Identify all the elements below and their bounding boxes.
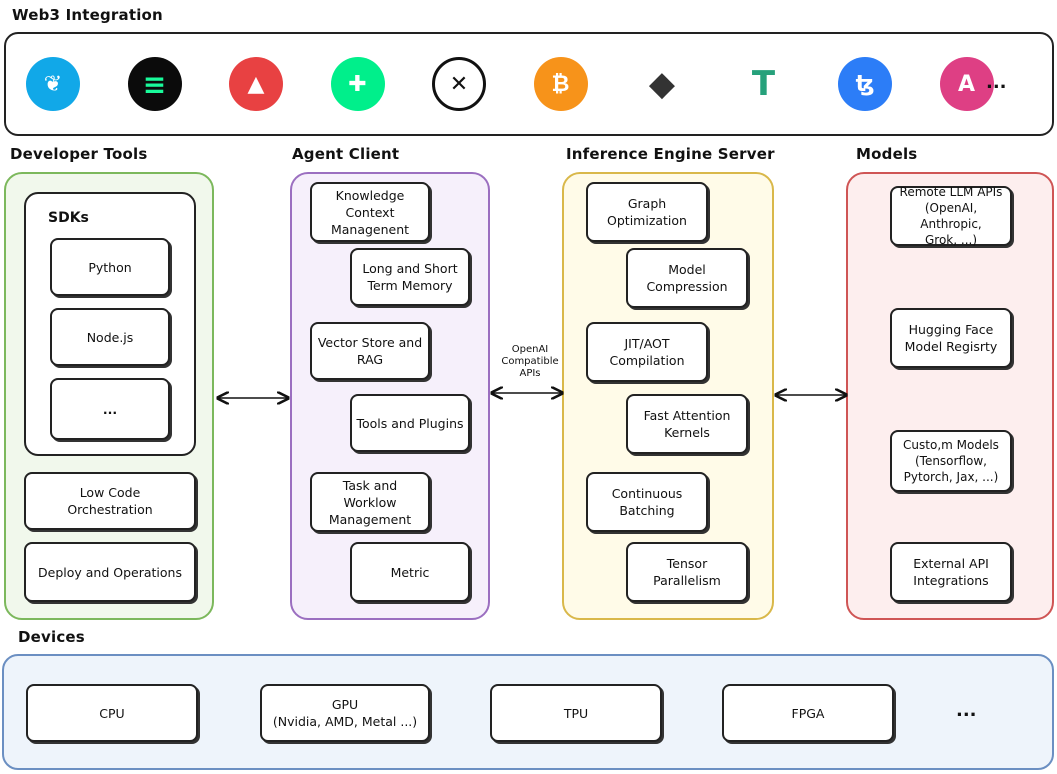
tools-and-plugins: Tools and Plugins xyxy=(350,394,470,452)
agent-client-title: Agent Client xyxy=(292,145,400,163)
fast-attention-kernels: Fast Attention Kernels xyxy=(626,394,748,454)
metric: Metric xyxy=(350,542,470,602)
devices-title: Devices xyxy=(18,628,85,646)
0x-icon: ✕ xyxy=(432,57,486,111)
openai-compatible-apis-label: OpenAI Compatible APIs xyxy=(501,344,559,379)
devices-more: ... xyxy=(956,700,977,721)
knowledge-context-management: Knowledge Context Managenent xyxy=(310,182,430,242)
graph-optimization: Graph Optimization xyxy=(586,182,708,242)
sdk-nodejs: Node.js xyxy=(50,308,170,366)
long-short-term-memory: Long and Short Term Memory xyxy=(350,248,470,306)
flow-icon: ✚ xyxy=(330,57,385,111)
jit-aot-compilation: JIT/AOT Compilation xyxy=(586,322,708,382)
solana-icon: ≡ xyxy=(127,57,182,111)
tezos-icon: ꜩ xyxy=(838,57,892,111)
ethereum-icon: ◆ xyxy=(635,57,689,111)
vector-store-rag: Vector Store and RAG xyxy=(310,322,430,380)
device-fpga: FPGA xyxy=(722,684,894,742)
low-code-orchestration: Low Code Orchestration xyxy=(24,472,196,530)
device-gpu: GPU (Nvidia, AMD, Metal ...) xyxy=(260,684,430,742)
deploy-and-operations: Deploy and Operations xyxy=(24,542,196,602)
web3-more: ... xyxy=(986,72,1007,93)
developer-tools-title: Developer Tools xyxy=(10,145,148,163)
custom-models: Custo,m Models (Tensorflow, Pytorch, Jax… xyxy=(890,430,1012,492)
model-compression: Model Compression xyxy=(626,248,748,308)
device-tpu: TPU xyxy=(490,684,662,742)
cardano-ada-icon: A xyxy=(939,57,994,111)
avalanche-icon: ▲ xyxy=(229,57,283,111)
web3-title: Web3 Integration xyxy=(12,6,163,24)
bitcoin-icon: ₿ xyxy=(533,57,588,111)
task-workflow-management: Task and Worklow Management xyxy=(310,472,430,532)
device-cpu: CPU xyxy=(26,684,198,742)
inference-engine-title: Inference Engine Server xyxy=(566,145,775,163)
models-title: Models xyxy=(856,145,918,163)
tether-icon: T xyxy=(736,57,791,111)
tensor-parallelism: Tensor Parallelism xyxy=(626,542,748,602)
sdk-more: ... xyxy=(50,378,170,440)
continuous-batching: Continuous Batching xyxy=(586,472,708,532)
hugging-face-model-registry: Hugging Face Model Regisrty xyxy=(890,308,1012,368)
remote-llm-apis: Remote LLM APIs (OpenAI, Anthropic, Grok… xyxy=(890,185,1012,247)
eliza-icon: ❦ xyxy=(26,57,80,111)
external-api-integrations: External API Integrations xyxy=(890,542,1012,602)
sdks-title: SDKs xyxy=(48,210,89,226)
sdk-python: Python xyxy=(50,238,170,296)
